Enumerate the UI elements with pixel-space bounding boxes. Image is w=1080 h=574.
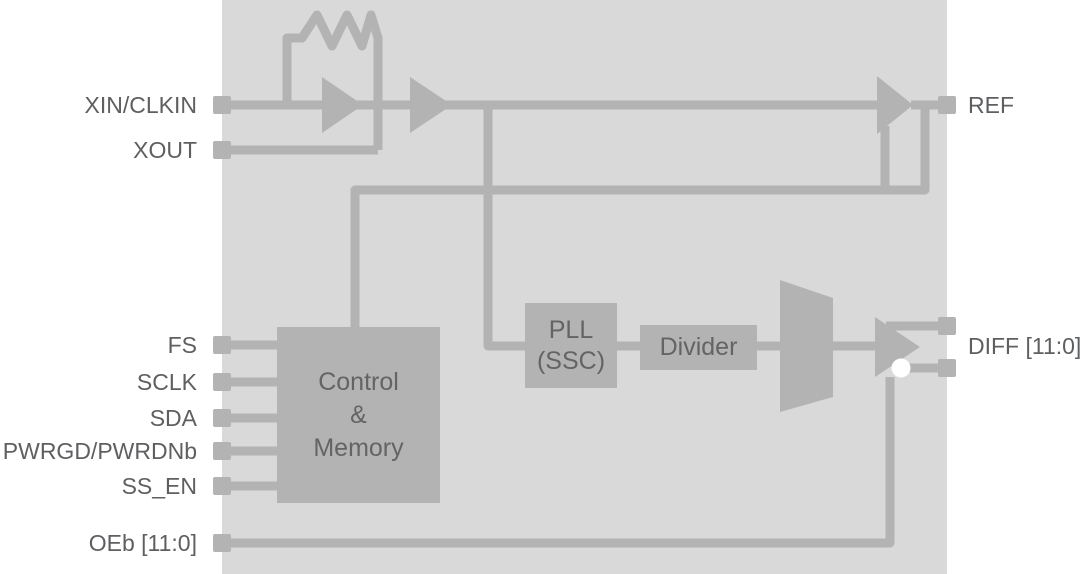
crystal-feedback-resistor-icon <box>282 10 383 150</box>
wire-clock-to-pll <box>483 105 527 351</box>
label-sda: SDA <box>149 405 197 431</box>
pin-ss-en <box>213 477 231 495</box>
input-buffer-icon <box>410 77 452 133</box>
output-mux-icon <box>780 280 833 412</box>
pin-fs <box>213 336 231 354</box>
wire-oeb <box>213 377 895 548</box>
pin-diff-p <box>938 317 956 335</box>
label-fs: FS <box>167 332 197 358</box>
pin-sda <box>213 409 231 427</box>
block-pll-line1: PLL <box>548 315 594 344</box>
block-control-memory: Control & Memory <box>277 327 440 503</box>
label-diff: DIFF [11:0] <box>968 333 1080 359</box>
label-oeb: OEb [11:0] <box>88 530 197 556</box>
label-xout: XOUT <box>133 137 197 163</box>
block-control-memory-line2: & <box>350 400 367 429</box>
label-pwrgd-pwrdnb: PWRGD/PWRDNb <box>2 438 197 464</box>
label-ss-en: SS_EN <box>121 473 197 499</box>
block-pll-ssc: PLL (SSC) <box>525 303 617 388</box>
block-divider-label: Divider <box>659 333 738 361</box>
pin-diff-n <box>938 359 956 377</box>
pin-xout <box>213 141 231 159</box>
pin-sclk <box>213 373 231 391</box>
oscillator-amplifier-icon <box>322 77 363 133</box>
pin-oeb <box>213 534 231 552</box>
block-control-memory-line3: Memory <box>313 433 404 462</box>
block-divider: Divider <box>640 325 757 370</box>
ref-output-buffer-icon <box>877 76 913 134</box>
inversion-bubble-icon <box>891 358 911 378</box>
wire-control-ref-loop <box>350 107 930 327</box>
diff-output-buffer-icon <box>875 317 920 377</box>
pin-xin-clkin <box>213 96 231 114</box>
pin-pwrgd-pwrdnb <box>213 442 231 460</box>
label-ref: REF <box>968 92 1014 118</box>
pin-ref <box>938 96 956 114</box>
block-pll-line2: (SSC) <box>536 346 606 375</box>
label-sclk: SCLK <box>136 369 197 395</box>
label-xin-clkin: XIN/CLKIN <box>84 92 197 118</box>
block-control-memory-line1: Control <box>318 367 399 396</box>
